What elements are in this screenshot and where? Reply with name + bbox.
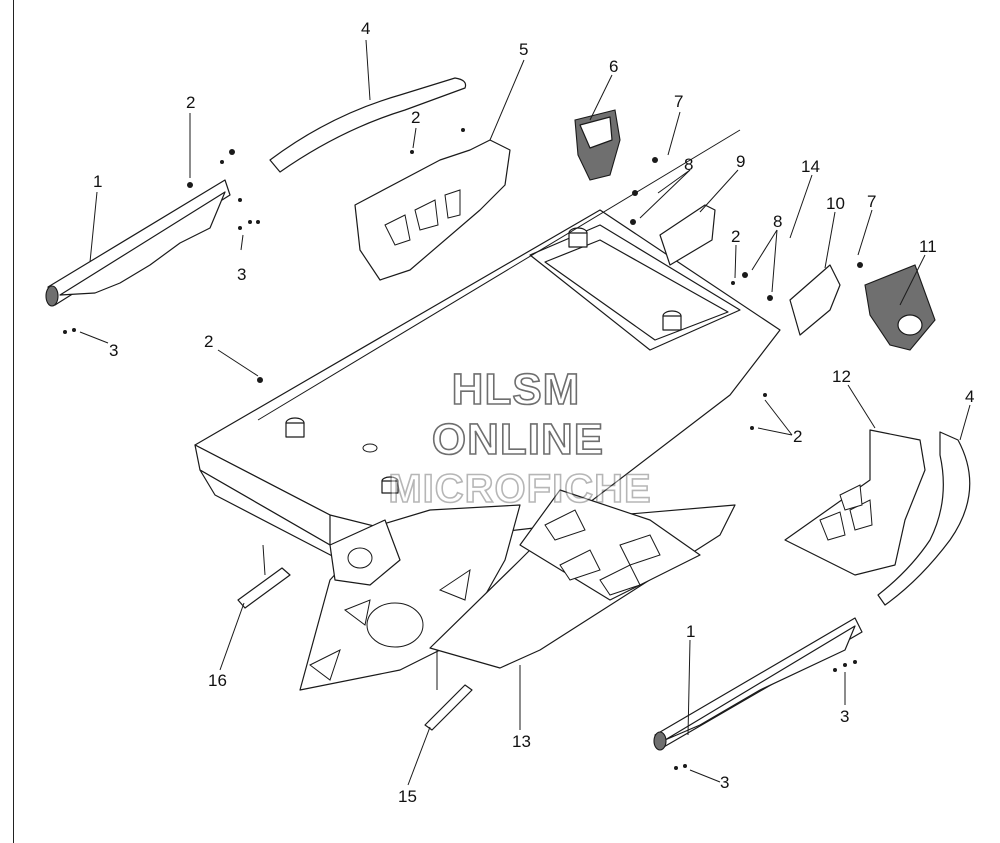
watermark-line1: HLSM — [452, 365, 581, 414]
callout-15: 15 — [398, 787, 417, 806]
footrest-plate-right — [784, 429, 926, 576]
watermark-line3: MICROFICHE — [388, 467, 651, 511]
callout-3-right: 3 — [840, 707, 849, 726]
bracket-16 — [237, 567, 291, 609]
bracket-10 — [789, 264, 841, 336]
bracket-6 — [574, 109, 621, 181]
callout-3-top-left: 3 — [237, 265, 246, 284]
watermark: HLSM ONLINE MICROFICHE — [388, 364, 652, 512]
callout-2-top-center: 2 — [411, 108, 420, 127]
chassis-tunnel — [194, 129, 781, 561]
callout-1-left: 1 — [93, 172, 102, 191]
callout-11: 11 — [919, 237, 937, 256]
callout-16: 16 — [208, 671, 227, 690]
callout-1-right: 1 — [686, 622, 695, 641]
callout-8-top: 8 — [684, 155, 693, 174]
callouts: 1 1 2 2 2 2 2 3 3 3 3 4 4 5 6 7 7 8 8 9 … — [93, 19, 974, 806]
callout-7-right: 7 — [867, 192, 876, 211]
callout-3-bottom-right: 3 — [720, 773, 729, 792]
callout-12: 12 — [832, 367, 851, 386]
leader-lines — [79, 39, 971, 786]
running-board-right — [653, 617, 863, 751]
footrest-plate-left — [354, 139, 511, 281]
rail-left — [269, 77, 467, 173]
callout-13: 13 — [512, 732, 531, 751]
callout-14: 14 — [801, 157, 820, 176]
frame-border — [13, 0, 14, 843]
bracket-15 — [424, 684, 473, 731]
callout-4-top: 4 — [361, 19, 370, 38]
bracket-11 — [864, 264, 936, 351]
callout-8-right: 8 — [773, 212, 782, 231]
callout-9: 9 — [736, 152, 745, 171]
running-board-left — [45, 179, 231, 307]
callout-7-top: 7 — [674, 92, 683, 111]
callout-5: 5 — [519, 40, 528, 59]
callout-2-right-mid: 2 — [793, 427, 802, 446]
fasteners — [63, 128, 863, 770]
watermark-line2: ONLINE — [432, 415, 604, 464]
callout-2-right-top: 2 — [731, 227, 740, 246]
callout-3-bottom-left: 3 — [109, 341, 118, 360]
side-panel — [299, 504, 521, 691]
callout-4-right: 4 — [965, 387, 974, 406]
callout-2-top-left: 2 — [186, 93, 195, 112]
rail-right — [877, 431, 971, 606]
callout-10: 10 — [826, 194, 845, 213]
bracket-9 — [659, 204, 716, 266]
callout-2-left-mid: 2 — [204, 332, 213, 351]
callout-6: 6 — [609, 57, 618, 76]
footrest-panel — [429, 489, 736, 669]
